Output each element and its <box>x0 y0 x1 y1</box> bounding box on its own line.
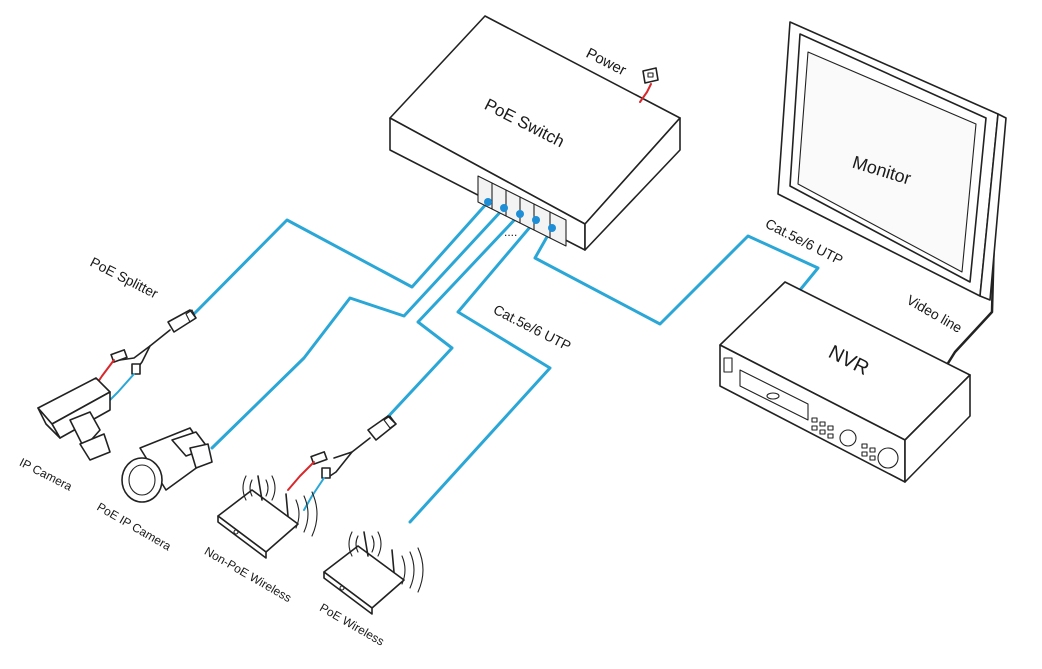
port-dot-4 <box>532 216 540 224</box>
splitter-icon <box>167 309 197 333</box>
poe-ip-camera-label: PoE IP Camera <box>94 500 173 554</box>
cat-nvr-label: Cat.5e/6 UTP <box>763 215 846 268</box>
router-icon <box>323 531 424 615</box>
non-poe-wireless-label: Non-PoE Wireless <box>202 544 294 605</box>
nvr: NVR <box>719 281 971 483</box>
poe-ip-camera-group: PoE IP Camera <box>94 427 213 554</box>
poe-wireless-label: PoE Wireless <box>317 600 386 648</box>
ip-camera-label: IP Camera <box>17 455 75 494</box>
cable-poe-ip-camera <box>210 206 506 450</box>
router-icon <box>217 475 318 559</box>
switch-ports <box>477 175 567 247</box>
nvr-icon <box>719 281 971 483</box>
poe-wireless-group: PoE Wireless <box>317 531 424 649</box>
nvr-buttons <box>811 417 876 461</box>
poe-switch: PoE Switch .... <box>389 15 681 251</box>
ip-camera-icon <box>37 377 111 461</box>
port-dot-2 <box>500 204 508 212</box>
splitter-icon <box>367 415 397 441</box>
cable-ip-camera <box>184 200 490 324</box>
poe-splitter-label: PoE Splitter <box>88 254 161 302</box>
poe-ip-camera-icon <box>121 427 213 503</box>
video-line-label: Video line <box>904 291 965 336</box>
monitor-icon <box>777 21 1007 301</box>
cat-devices-label: Cat.5e/6 UTP <box>491 301 574 354</box>
switch-icon <box>389 15 681 251</box>
cable-nvr <box>533 226 820 326</box>
monitor: Monitor <box>777 21 1007 301</box>
cable-non-poe-wireless <box>383 212 522 422</box>
port-dot-1 <box>484 198 492 206</box>
power-outlet-icon <box>642 67 659 84</box>
cable-poe-wireless <box>408 218 552 524</box>
port-dot-5 <box>548 224 556 232</box>
port-ellipsis: .... <box>504 225 517 239</box>
port-dot-3 <box>516 210 524 218</box>
power-wire <box>639 83 652 103</box>
